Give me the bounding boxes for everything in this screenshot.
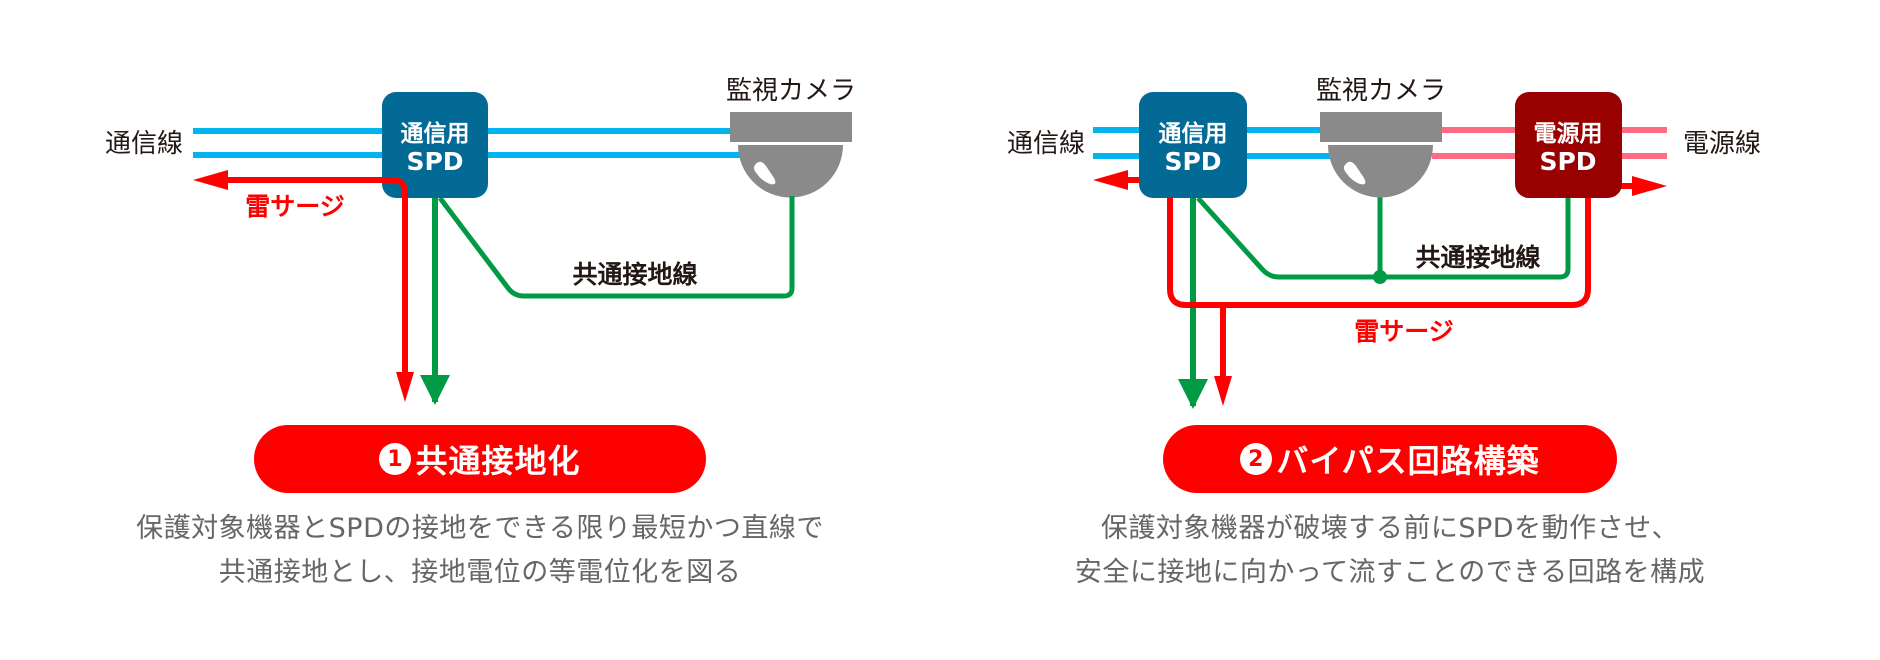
surge-label-right: 雷サージ (1354, 317, 1454, 346)
number-badge-1: 1 (379, 443, 412, 475)
comm-line-label-right: 通信線 (1007, 129, 1085, 159)
ground-line-label-right: 共通接地線 (1415, 243, 1540, 272)
comm-spd-label-1: 通信用 (401, 120, 470, 147)
surge-label: 雷サージ (245, 192, 345, 221)
method-2-description: 保護対象機器が破壊する前にSPDを動作させ、 安全に接地に向かって流すことのでき… (990, 507, 1790, 595)
power-line-label: 電源線 (1683, 129, 1761, 159)
common-ground-line-right (1196, 196, 1571, 280)
power-spd-box (1515, 92, 1622, 198)
method-1-desc-line-1: 保護対象機器とSPDの接地をできる限り最短かつ直線で (136, 513, 824, 544)
comm-spd-label-2: SPD (406, 147, 463, 176)
left-diagram: 通信用 SPD 通信線 監視カメラ 雷サージ 共通接地線 (105, 76, 856, 405)
camera-label: 監視カメラ (726, 76, 856, 106)
method-1-title: 1 共通接地化 (254, 425, 706, 493)
method-2-title-text: バイパス回路構築 (1276, 442, 1540, 480)
method-2-desc-line-2: 安全に接地に向かって流すことのできる回路を構成 (1074, 557, 1706, 588)
surge-arrow-left-right (1093, 170, 1128, 190)
method-2-desc-line-1: 保護対象機器が破壊する前にSPDを動作させ、 (1100, 513, 1680, 544)
method-1-description: 保護対象機器とSPDの接地をできる限り最短かつ直線で 共通接地とし、接地電位の等… (60, 507, 900, 595)
camera-dome-right (1328, 145, 1433, 198)
ground-line-label: 共通接地線 (572, 260, 697, 289)
method-2-title: 2 バイパス回路構築 (1163, 425, 1617, 493)
comm-spd-right-label-1: 通信用 (1159, 120, 1228, 147)
comm-spd-box (382, 92, 488, 198)
comm-spd-right-label-2: SPD (1164, 147, 1221, 176)
camera-mount-right (1320, 112, 1442, 142)
camera-mount (730, 112, 852, 142)
surge-path (213, 177, 408, 380)
number-badge-2: 2 (1240, 443, 1273, 475)
comm-spd-box-right (1139, 92, 1247, 198)
power-spd-label-2: SPD (1539, 147, 1596, 176)
surge-arrow-down (396, 372, 414, 402)
camera-label-right: 監視カメラ (1316, 76, 1446, 106)
method-1-desc-line-2: 共通接地とし、接地電位の等電位化を図る (218, 557, 742, 588)
power-spd-label-1: 電源用 (1534, 121, 1603, 147)
camera-dome (738, 145, 843, 198)
right-diagram: 通信用 SPD 電源用 SPD 通信線 監視カメラ 電源線 共通接地線 雷サージ (1007, 76, 1761, 409)
surge-arrow-right (1632, 176, 1667, 196)
camera-lens-highlight-right (1343, 161, 1366, 185)
surge-arrow-down-right (1214, 376, 1232, 406)
ground-junction-dot (1373, 270, 1387, 284)
common-ground-line (438, 196, 795, 299)
surge-arrow-left (193, 170, 228, 190)
method-1-title-text: 共通接地化 (415, 442, 581, 480)
camera-lens-highlight (753, 161, 776, 185)
comm-line-label: 通信線 (105, 129, 183, 159)
